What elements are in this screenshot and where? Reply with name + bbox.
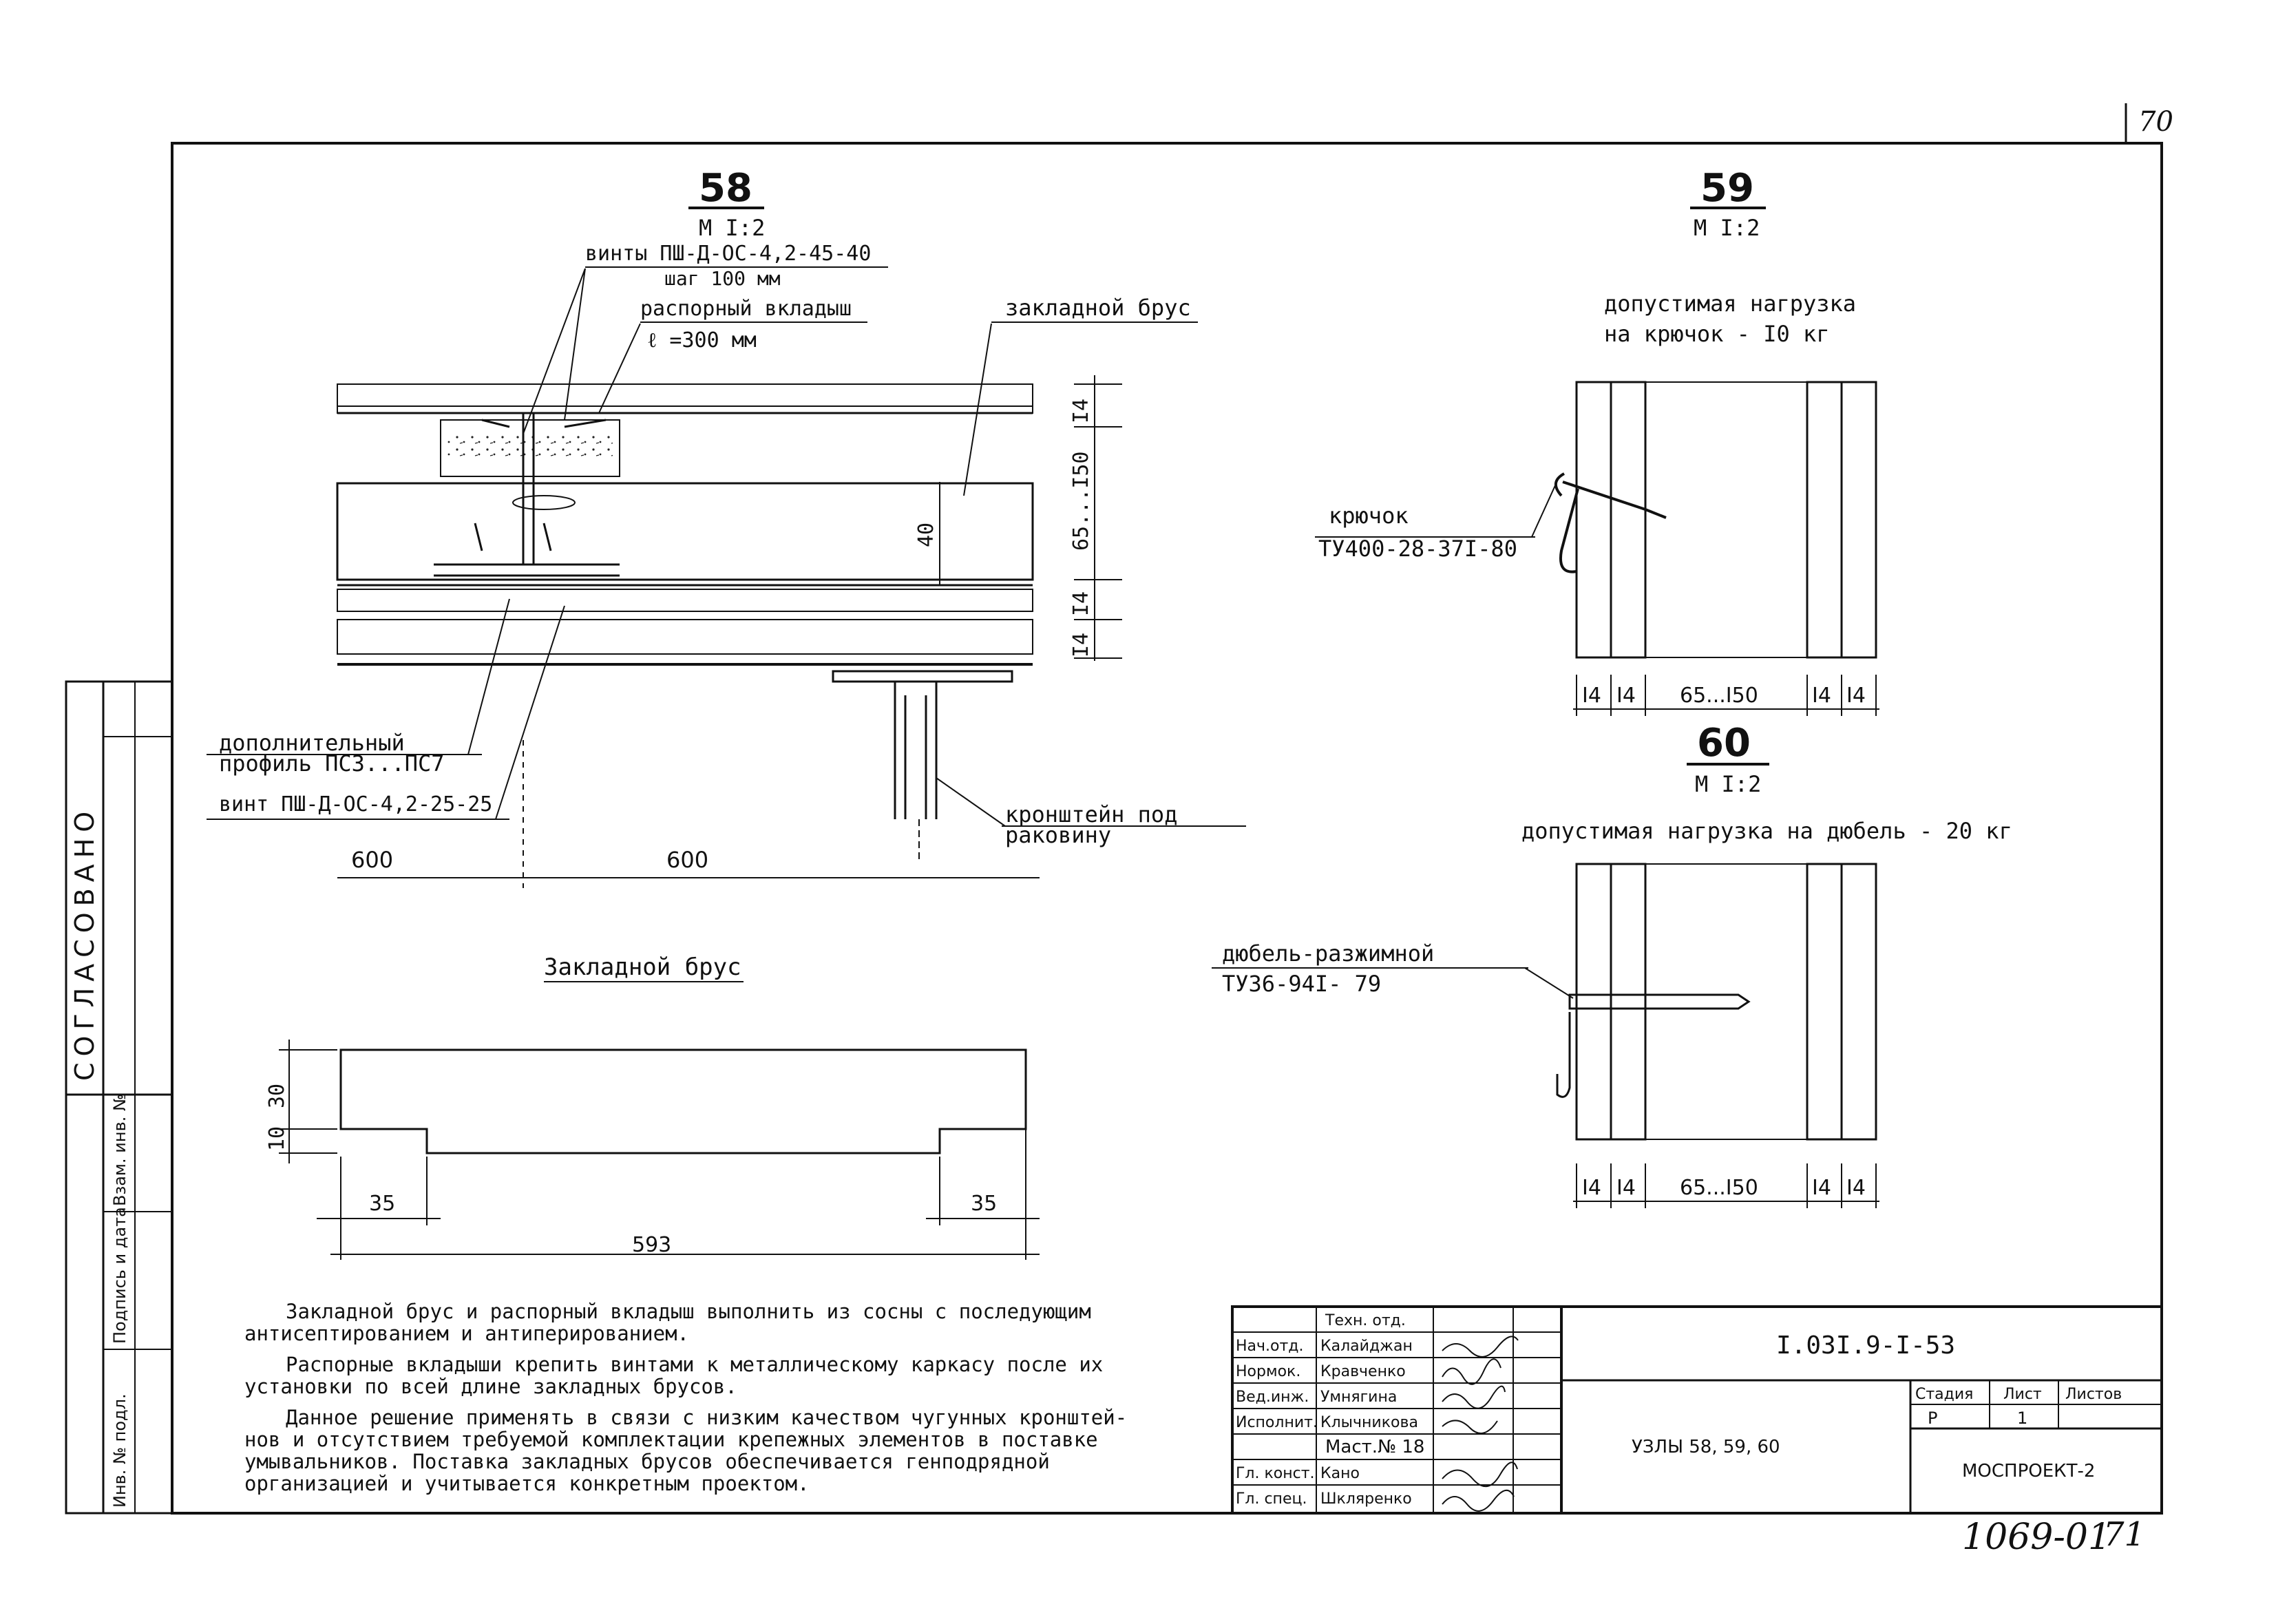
node59-number: 59 <box>1700 166 1754 211</box>
stamp-col-sign: Подпись и дата <box>110 1207 129 1344</box>
dim-14-a: I4 <box>1069 591 1093 616</box>
role-3: Вед.инж. <box>1236 1389 1309 1406</box>
stamp-col-replace: Взам. инв. № <box>110 1094 129 1206</box>
notes: Закладной брус и распорный вкладыш выпол… <box>244 1300 1127 1495</box>
dim-600-right: 600 <box>666 847 708 873</box>
stage-value: Р <box>1928 1409 1937 1428</box>
role-0: Техн. отд. <box>1325 1312 1406 1329</box>
dowel-label-2: ТУ36-94I- 79 <box>1222 971 1381 997</box>
name-5: Маст.№ 18 <box>1325 1437 1424 1457</box>
stamp-title: СОГЛАСОВАНО <box>70 805 100 1081</box>
node58-label-spacer-len: ℓ =300 мм <box>647 328 757 352</box>
label-extra-profile-1: дополнительный <box>219 730 405 756</box>
node59-scale: М I:2 <box>1694 215 1760 241</box>
bottom-handwritten: 1069-01 <box>1962 1517 2111 1558</box>
n59-dim-2: 65...I50 <box>1680 684 1758 708</box>
label-screw2: винт ПШ-Д-ОС-4,2-25-25 <box>219 792 492 816</box>
name-1: Калайджан <box>1320 1338 1413 1355</box>
dim-593: 593 <box>632 1233 671 1257</box>
name-2: Кравченко <box>1320 1363 1406 1380</box>
name-6: Кано <box>1320 1465 1360 1482</box>
sheet-header: Лист <box>2003 1386 2042 1403</box>
n59-dim-0: I4 <box>1582 684 1601 708</box>
name-3: Умнягина <box>1320 1389 1397 1406</box>
node-60: 60 М I:2 допустимая нагрузка на дюбель -… <box>1212 721 2012 1208</box>
dim-30: 30 <box>265 1084 289 1108</box>
role-2: Нормок. <box>1236 1363 1300 1380</box>
dim-40: 40 <box>914 523 938 547</box>
name-4: Клычникова <box>1320 1414 1418 1431</box>
note-line-3: установки по всей длине закладных брусов… <box>244 1375 737 1398</box>
role-4: Исполнит. <box>1236 1414 1318 1431</box>
note-line-4: Данное решение применять в связи с низки… <box>286 1406 1127 1429</box>
n60-dim-0: I4 <box>1582 1176 1601 1200</box>
node58-label-step: шаг 100 мм <box>664 267 781 290</box>
doc-code: I.03I.9-I-53 <box>1776 1331 1955 1360</box>
node58-label-screws: винты ПШ-Д-ОС-4,2-45-40 <box>585 242 871 266</box>
sheets-header: Листов <box>2065 1386 2122 1403</box>
hook-label-2: ТУ400-28-37I-80 <box>1318 536 1517 562</box>
beam-detail: Закладной брус 30 10 35 35 593 <box>265 953 1040 1260</box>
n59-dim-3: I4 <box>1812 684 1831 708</box>
node60-scale: М I:2 <box>1695 771 1761 797</box>
sheet-value: 1 <box>2017 1409 2027 1428</box>
dim-10: 10 <box>265 1126 289 1151</box>
label-bracket-1: кронштейн под <box>1005 801 1177 827</box>
dim-35-right: 35 <box>971 1192 997 1216</box>
note-line-5: нов и отсутствием требуемой комплектации… <box>244 1428 1098 1451</box>
role-1: Нач.отд. <box>1236 1338 1304 1355</box>
stamp-col-inv: Инв. № подл. <box>110 1393 129 1508</box>
node58-scale: М I:2 <box>699 215 765 241</box>
spacer-insert <box>440 419 620 477</box>
dowel-label-1: дюбель-разжимной <box>1222 940 1434 967</box>
sheet-title: УЗЛЫ 58, 59, 60 <box>1632 1437 1780 1457</box>
n60-dim-1: I4 <box>1616 1176 1636 1200</box>
note-line-7: организацией и учитывается конкретным пр… <box>244 1472 810 1495</box>
sink-bracket <box>832 670 1013 819</box>
dim-600-left: 600 <box>351 847 393 873</box>
dim-65-150: 65...I50 <box>1069 452 1093 551</box>
node58-number: 58 <box>699 166 752 211</box>
hook-label-1: крючок <box>1329 503 1409 529</box>
node58-label-beam: закладной брус <box>1005 295 1191 321</box>
n59-dim-1: I4 <box>1616 684 1636 708</box>
node-59: 59 М I:2 допустимая нагрузка на крючок -… <box>1315 166 1879 716</box>
stage-header: Стадия <box>1915 1386 1973 1403</box>
node58-label-spacer: распорный вкладыш <box>640 297 852 321</box>
node60-load: допустимая нагрузка на дюбель - 20 кг <box>1521 818 2012 844</box>
embedded-beam <box>336 482 1034 581</box>
dim-35-left: 35 <box>369 1192 395 1216</box>
node-58: 58 М I:2 винты ПШ-Д-ОС-4,2-45-40 шаг 100… <box>207 166 1246 888</box>
n59-dim-4: I4 <box>1846 684 1866 708</box>
dim-14-b: I4 <box>1069 633 1093 657</box>
bottom-page-number: 71 <box>2103 1515 2145 1554</box>
role-7: Гл. спец. <box>1236 1490 1307 1508</box>
role-6: Гл. конст. <box>1236 1465 1315 1482</box>
n60-dim-3: I4 <box>1812 1176 1831 1200</box>
dim-14-top: I4 <box>1069 399 1093 423</box>
note-line-1: антисептированием и антиперированием. <box>244 1322 689 1345</box>
beam-detail-title: Закладной брус <box>544 953 741 981</box>
name-7: Шкляренко <box>1320 1490 1412 1508</box>
note-line-6: умывальников. Поставка закладных брусов … <box>244 1450 1050 1473</box>
left-stamp: СОГЛАСОВАНО Инв. № подл. Подпись и дата … <box>65 680 173 1515</box>
dowel <box>1556 984 1751 1098</box>
node59-load-2: на крючок - I0 кг <box>1604 321 1830 347</box>
node60-number: 60 <box>1697 721 1751 766</box>
page-corner-number: 70 <box>2138 106 2173 138</box>
org-name: МОСПРОЕКТ-2 <box>1962 1461 2095 1481</box>
node59-load-1: допустимая нагрузка <box>1604 291 1856 317</box>
note-line-0: Закладной брус и распорный вкладыш выпол… <box>286 1300 1091 1323</box>
note-line-2: Распорные вкладыши крепить винтами к мет… <box>286 1353 1103 1376</box>
n60-dim-4: I4 <box>1846 1176 1866 1200</box>
title-block: Техн. отд. Нач.отд. Нормок. Вед.инж. Исп… <box>1231 1305 2163 1515</box>
n60-dim-2: 65...I50 <box>1680 1176 1758 1200</box>
